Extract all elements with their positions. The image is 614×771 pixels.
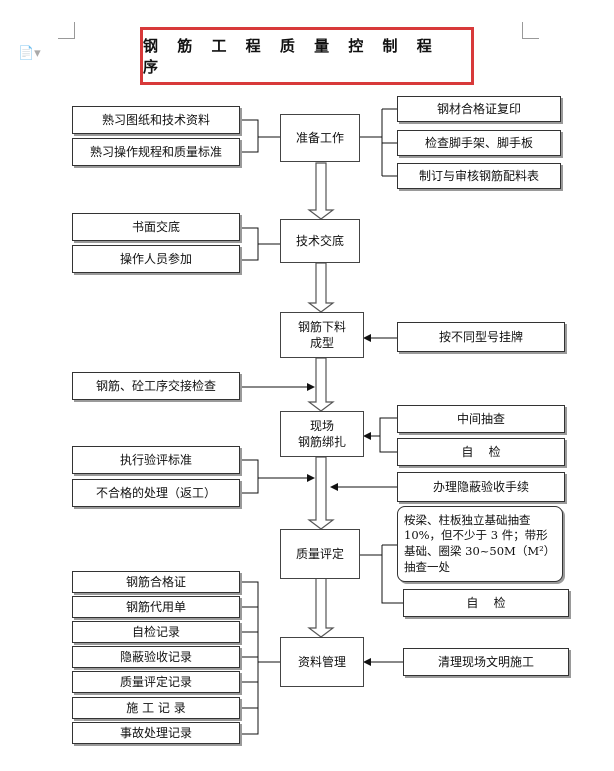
diagram-title: 钢 筋 工 程 质 量 控 制 程 序 — [140, 27, 474, 85]
right-item: 中间抽查 — [397, 405, 565, 433]
left-item: 执行验评标准 — [72, 446, 240, 474]
flow-arrow — [307, 577, 335, 638]
left-item: 熟习操作规程和质量标准 — [72, 138, 240, 166]
left-item: 事故处理记录 — [72, 722, 240, 744]
left-item: 隐蔽验收记录 — [72, 646, 240, 668]
page-corner-mark — [522, 22, 539, 39]
node-document-management: 资料管理 — [280, 637, 364, 687]
right-item: 检查脚手架、脚手板 — [397, 130, 561, 156]
node-onsite-binding: 现场 钢筋绑扎 — [280, 411, 364, 457]
left-item: 自检记录 — [72, 621, 240, 643]
right-item: 钢材合格证复印 — [397, 96, 561, 122]
node-preparation: 准备工作 — [280, 114, 360, 162]
flow-arrow — [307, 456, 335, 530]
left-item: 钢筋、砼工序交接检查 — [72, 372, 240, 400]
page-corner-mark — [58, 22, 75, 39]
node-quality-evaluation: 质量评定 — [280, 529, 360, 579]
document-icon[interactable]: 📄▾ — [18, 46, 41, 61]
left-item: 钢筋合格证 — [72, 571, 240, 593]
left-item: 熟习图纸和技术资料 — [72, 106, 240, 134]
left-item: 不合格的处理（返工） — [72, 479, 240, 507]
right-item: 自 检 — [397, 438, 565, 466]
left-item: 钢筋代用单 — [72, 596, 240, 618]
right-item: 制订与审核钢筋配料表 — [397, 163, 561, 189]
flow-arrow — [307, 357, 335, 412]
left-item: 质量评定记录 — [72, 671, 240, 693]
right-item-note: 桉梁、柱板独立基础抽查10%，但不少于 3 件；带形基础、圈梁 30~50M（M… — [397, 506, 563, 582]
node-technical-briefing: 技术交底 — [280, 219, 360, 263]
left-item: 书面交底 — [72, 213, 240, 241]
node-rebar-cutting: 钢筋下料 成型 — [280, 312, 364, 358]
flow-arrow — [307, 262, 335, 313]
left-item: 操作人员参加 — [72, 245, 240, 273]
right-item: 按不同型号挂牌 — [397, 322, 565, 352]
right-item: 清理现场文明施工 — [403, 648, 569, 676]
flow-arrow — [307, 162, 335, 220]
right-item: 办理隐蔽验收手续 — [397, 472, 565, 502]
right-item: 自 检 — [403, 589, 569, 617]
left-item: 施 工 记 录 — [72, 697, 240, 719]
